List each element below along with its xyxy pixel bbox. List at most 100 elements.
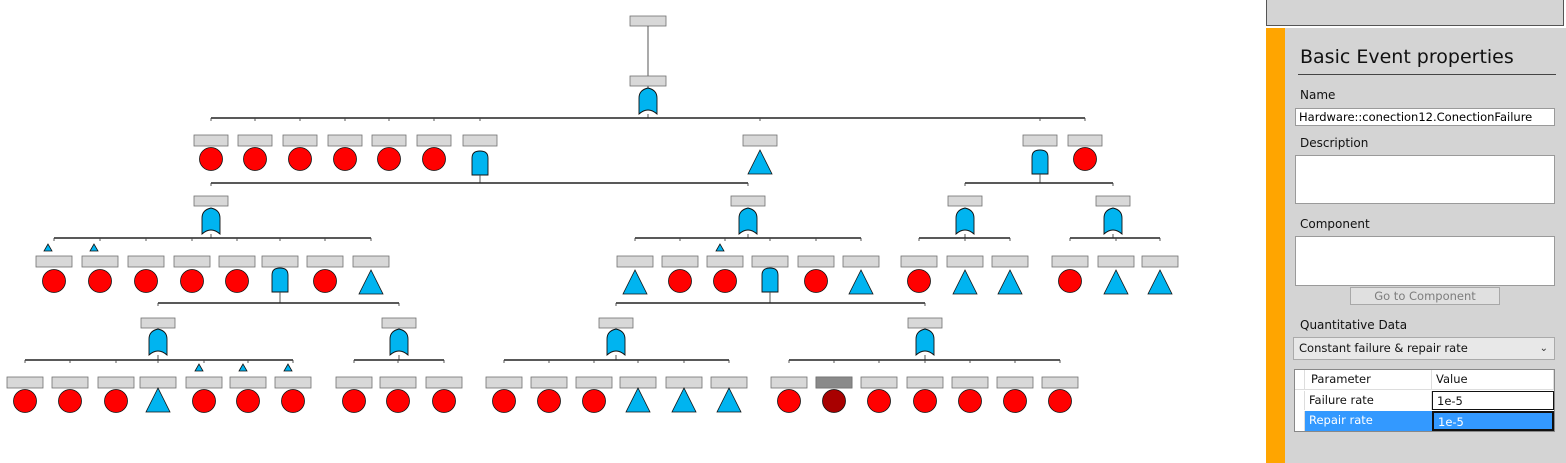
or-gate[interactable] bbox=[606, 328, 626, 357]
basic-event[interactable] bbox=[668, 269, 692, 293]
event-label-box[interactable] bbox=[947, 195, 983, 207]
event-label-box[interactable] bbox=[306, 255, 344, 268]
basic-event[interactable] bbox=[134, 269, 158, 293]
event-label-box[interactable] bbox=[619, 376, 657, 389]
event-label-box[interactable] bbox=[946, 255, 984, 268]
event-label-box[interactable] bbox=[282, 134, 318, 147]
fault-tree-canvas[interactable] bbox=[0, 0, 1250, 463]
basic-event[interactable] bbox=[713, 269, 737, 293]
event-label-box[interactable] bbox=[185, 376, 223, 389]
event-label-box[interactable] bbox=[485, 376, 523, 389]
basic-event[interactable] bbox=[492, 389, 516, 413]
basic-event[interactable] bbox=[907, 269, 931, 293]
basic-event[interactable] bbox=[386, 389, 410, 413]
event-label-box[interactable] bbox=[335, 376, 373, 389]
basic-event[interactable] bbox=[192, 389, 216, 413]
event-label-box[interactable] bbox=[97, 376, 135, 389]
basic-event[interactable] bbox=[42, 269, 66, 293]
basic-event[interactable] bbox=[777, 389, 801, 413]
event-label-box[interactable] bbox=[900, 255, 938, 268]
quantitative-data-select[interactable]: Constant failure & repair rate ⌄ bbox=[1293, 337, 1555, 360]
basic-event[interactable] bbox=[13, 389, 37, 413]
event-label-box[interactable] bbox=[797, 255, 835, 268]
event-label-box[interactable] bbox=[661, 255, 699, 268]
event-label-box[interactable] bbox=[616, 255, 654, 268]
or-gate[interactable] bbox=[955, 207, 975, 236]
basic-event[interactable] bbox=[333, 147, 357, 171]
event-label-box[interactable] bbox=[907, 317, 943, 329]
name-input[interactable]: Hardware::conection12.ConectionFailure bbox=[1295, 108, 1555, 126]
event-label-box[interactable] bbox=[35, 255, 73, 268]
event-label-box[interactable] bbox=[742, 134, 778, 147]
event-label-box[interactable] bbox=[629, 75, 667, 87]
event-label-box[interactable] bbox=[193, 134, 229, 147]
event-label-box[interactable] bbox=[1041, 376, 1079, 389]
event-label-box[interactable] bbox=[951, 376, 989, 389]
or-gate[interactable] bbox=[389, 328, 409, 357]
transfer-event[interactable] bbox=[1103, 269, 1129, 295]
basic-event[interactable] bbox=[1073, 147, 1097, 171]
basic-event[interactable] bbox=[422, 147, 446, 171]
event-label-box[interactable] bbox=[665, 376, 703, 389]
event-label-box[interactable] bbox=[860, 376, 898, 389]
basic-event[interactable] bbox=[225, 269, 249, 293]
event-label-box[interactable] bbox=[379, 376, 417, 389]
event-label-box[interactable] bbox=[1141, 255, 1179, 268]
or-gate[interactable] bbox=[201, 207, 221, 236]
event-label-box[interactable] bbox=[352, 255, 390, 268]
event-label-box[interactable] bbox=[530, 376, 568, 389]
basic-event[interactable] bbox=[913, 389, 937, 413]
basic-event[interactable] bbox=[1003, 389, 1027, 413]
and-gate[interactable] bbox=[1031, 149, 1049, 175]
event-label-box[interactable] bbox=[842, 255, 880, 268]
basic-event[interactable] bbox=[288, 147, 312, 171]
basic-event[interactable] bbox=[281, 389, 305, 413]
description-input[interactable] bbox=[1295, 155, 1555, 204]
event-label-box[interactable] bbox=[425, 376, 463, 389]
event-label-box[interactable] bbox=[598, 317, 634, 329]
transfer-event[interactable] bbox=[145, 387, 171, 413]
component-input[interactable] bbox=[1295, 236, 1555, 286]
basic-event[interactable] bbox=[377, 147, 401, 171]
transfer-event[interactable] bbox=[997, 269, 1023, 295]
event-label-box[interactable] bbox=[1051, 255, 1089, 268]
basic-event[interactable] bbox=[313, 269, 337, 293]
selected-basic-event[interactable] bbox=[822, 389, 846, 413]
event-label-box[interactable] bbox=[173, 255, 211, 268]
basic-event[interactable] bbox=[88, 269, 112, 293]
event-label-box[interactable] bbox=[81, 255, 119, 268]
basic-event[interactable] bbox=[1048, 389, 1072, 413]
event-label-box[interactable] bbox=[710, 376, 748, 389]
basic-event[interactable] bbox=[243, 147, 267, 171]
event-label-box[interactable] bbox=[6, 376, 44, 389]
column-header-value[interactable]: Value bbox=[1432, 370, 1554, 390]
transfer-event[interactable] bbox=[747, 149, 773, 175]
event-label-box[interactable] bbox=[906, 376, 944, 389]
event-label-box[interactable] bbox=[996, 376, 1034, 389]
and-gate[interactable] bbox=[471, 150, 489, 176]
basic-event[interactable] bbox=[104, 389, 128, 413]
basic-event[interactable] bbox=[582, 389, 606, 413]
basic-event[interactable] bbox=[58, 389, 82, 413]
event-label-box[interactable] bbox=[327, 134, 363, 147]
or-gate[interactable] bbox=[738, 207, 758, 236]
table-cell-parameter[interactable]: Failure rate bbox=[1305, 391, 1432, 410]
basic-event[interactable] bbox=[958, 389, 982, 413]
event-label-box[interactable] bbox=[770, 376, 808, 389]
event-label-box[interactable] bbox=[1022, 134, 1058, 147]
transfer-event[interactable] bbox=[1147, 269, 1173, 295]
transfer-event[interactable] bbox=[358, 269, 384, 295]
event-label-box[interactable] bbox=[706, 255, 744, 268]
fault-tree-diagram[interactable] bbox=[0, 0, 1250, 463]
event-label-box[interactable] bbox=[1097, 255, 1135, 268]
event-label-box[interactable] bbox=[815, 376, 853, 389]
basic-event[interactable] bbox=[804, 269, 828, 293]
table-cell-value[interactable]: 1e-5 bbox=[1432, 391, 1554, 410]
event-label-box[interactable] bbox=[1095, 195, 1131, 207]
event-label-box[interactable] bbox=[127, 255, 165, 268]
column-header-parameter[interactable]: Parameter bbox=[1305, 370, 1432, 390]
and-gate[interactable] bbox=[271, 267, 289, 293]
row-header[interactable] bbox=[1295, 391, 1305, 410]
transfer-event[interactable] bbox=[848, 269, 874, 295]
transfer-event[interactable] bbox=[622, 269, 648, 295]
